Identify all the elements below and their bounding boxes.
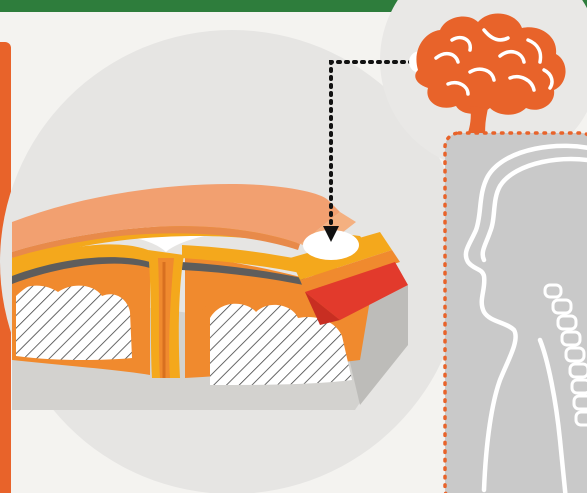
head-panel	[445, 133, 587, 493]
tissue-cross-section	[12, 184, 408, 410]
hatch-left	[16, 286, 132, 360]
